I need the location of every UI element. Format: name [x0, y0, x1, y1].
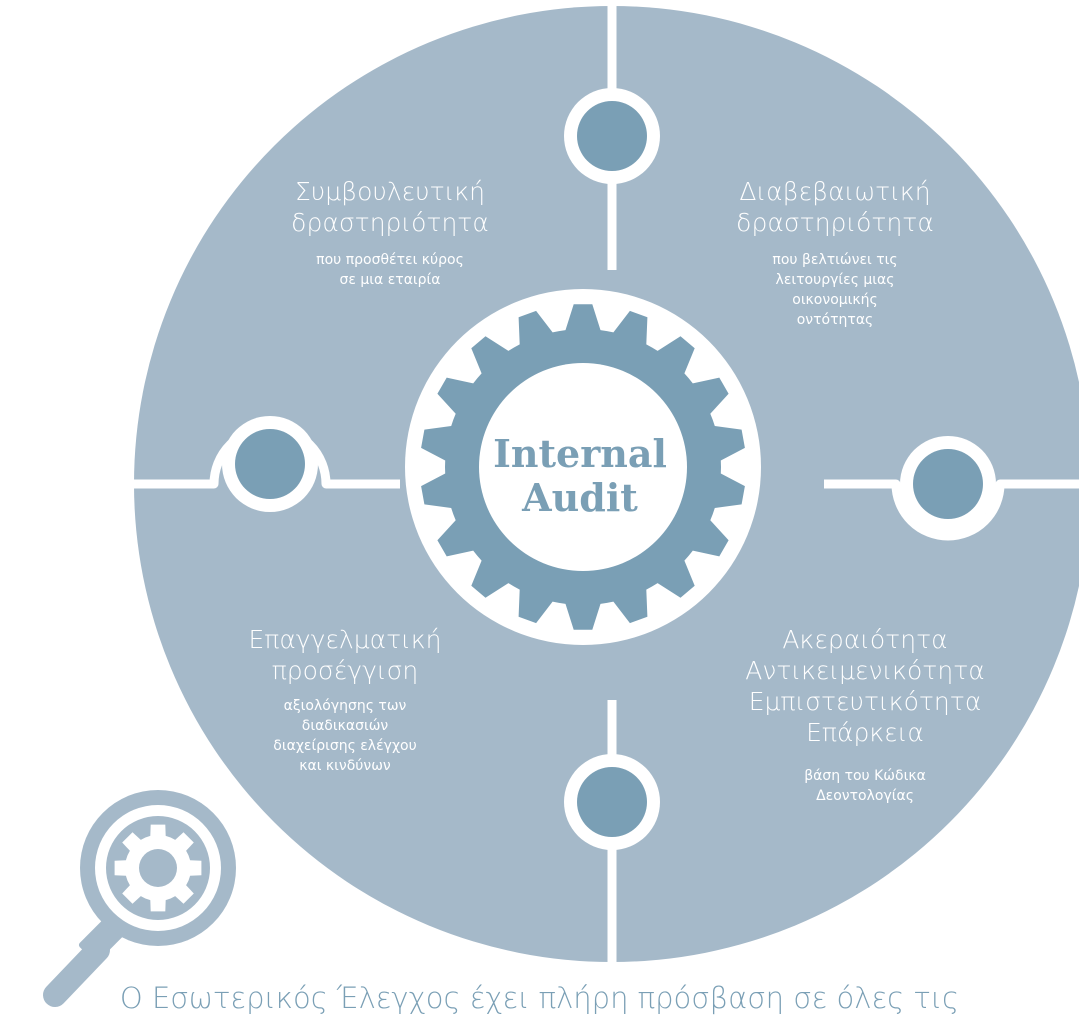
puzzle-knobs	[222, 88, 996, 850]
center-label: Internal Audit	[493, 431, 667, 520]
top-right-title: Διαβεβαιωτική δραστηριότητα	[736, 177, 934, 237]
top-left-description: που προσθέτει κύρος σε μια εταιρία	[316, 252, 464, 288]
bottom-right-title: Ακεραιότητα Αντικειμενικότητα Εμπιστευτι…	[745, 625, 985, 747]
top-right-description: που βελτιώνει τις λειτουργίες μιας οικον…	[772, 252, 898, 328]
bottom-left-description: αξιολόγησης των διαδικασιών διαχείρισης …	[273, 698, 417, 774]
footer-text: Ο Εσωτερικός Έλεγχος έχει πλήρη πρόσβαση…	[119, 981, 960, 1015]
magnifier-gear-icon	[43, 790, 236, 1007]
bottom-left-title: Επαγγελματική προσέγγιση	[248, 625, 442, 685]
gear-icon	[421, 304, 745, 630]
bottom-right-description: βάση του Κώδικα Δεοντολογίας	[804, 768, 926, 804]
top-left-title: Συμβουλευτική δραστηριότητα	[291, 177, 489, 237]
